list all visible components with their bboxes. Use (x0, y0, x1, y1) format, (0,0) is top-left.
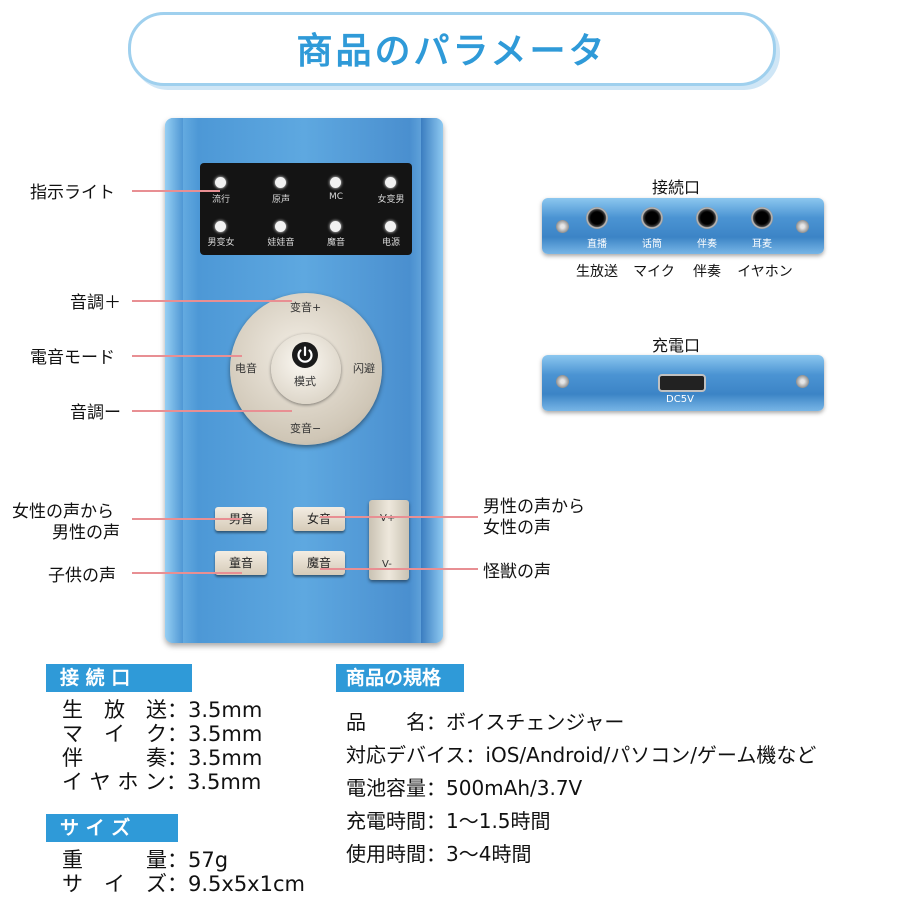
female-voice-button[interactable]: 女音 (293, 507, 345, 531)
live-jack[interactable] (586, 207, 608, 229)
connection-tag: 接 続 口 (46, 664, 192, 692)
child-voice-button[interactable]: 童音 (215, 551, 267, 575)
callout-child: 子供の声 (48, 566, 116, 586)
volume-down-label: V- (382, 559, 392, 570)
screw-icon (556, 220, 569, 233)
callout-indicator: 指示ライト (30, 183, 115, 203)
pitch-down-label: 变音− (290, 422, 322, 435)
led-indicator (385, 177, 396, 188)
led-indicator (215, 177, 226, 188)
jack-label: 耳麦 (752, 239, 772, 250)
mode-label: 模式 (294, 375, 316, 388)
jack-name: 伴奏 (693, 264, 721, 280)
power-icon (292, 342, 318, 368)
callout-line (132, 572, 242, 574)
led-label: 电源 (381, 238, 400, 248)
spec-line: 対応デバイス：iOS/Android/パソコン/ゲーム機など (346, 743, 817, 767)
led-label: 魔音 (326, 238, 345, 248)
spec-line: 電池容量：500mAh/3.7V (346, 776, 583, 800)
led-panel (200, 163, 412, 255)
page-title: 商品のパラメータ (296, 31, 608, 72)
charge-label: DC5V (666, 394, 694, 405)
headset-jack[interactable] (751, 207, 773, 229)
spec-line: 生 放 送：3.5mm (62, 698, 263, 722)
jack-label: 伴奏 (697, 239, 717, 250)
led-label: MC (328, 192, 344, 202)
jack-name: イヤホン (737, 264, 793, 280)
led-indicator (275, 177, 286, 188)
electro-label: 电音 (235, 362, 257, 375)
callout-pitch-down: 音調ー (70, 403, 121, 423)
led-label: 原声 (271, 195, 290, 205)
spec-line: 重 量：57g (62, 848, 229, 872)
callout-male-to-female: 男性の声から (483, 497, 585, 517)
pitch-up-label: 变音+ (290, 301, 322, 314)
usb-port[interactable] (658, 374, 706, 392)
callout-female-to-male-2: 男性の声 (52, 523, 120, 543)
mic-jack[interactable] (641, 207, 663, 229)
callout-line (132, 190, 220, 192)
callout-line (132, 355, 242, 357)
jack-label: 话筒 (642, 239, 662, 250)
jack-name: マイク (633, 264, 675, 280)
callout-pitch-up: 音調＋ (70, 293, 121, 313)
jack-panel-title: 接続口 (652, 178, 701, 197)
callout-line (320, 568, 478, 570)
led-indicator (330, 177, 341, 188)
volume-up-label: V+ (380, 513, 396, 524)
spec-line: 伴 奏：3.5mm (62, 746, 263, 770)
led-indicator (385, 221, 396, 232)
led-indicator (275, 221, 286, 232)
device-edge-right (421, 118, 443, 643)
jack-label: 直播 (587, 239, 607, 250)
led-label: 男变女 (207, 238, 235, 248)
callout-electro-mode: 電音モード (30, 348, 115, 368)
spec-line: 充電時間：1〜1.5時間 (346, 809, 551, 833)
callout-line (132, 300, 292, 302)
led-label: 娃娃音 (267, 238, 295, 248)
led-label: 女变男 (377, 195, 405, 205)
dodge-label: 闪避 (353, 362, 375, 375)
led-indicator (330, 221, 341, 232)
screw-icon (796, 220, 809, 233)
spec-line: イ ヤ ホ ン：3.5mm (62, 770, 262, 794)
callout-line (132, 518, 242, 520)
led-label: 流行 (211, 195, 230, 205)
title-frame (128, 12, 776, 86)
spec-line: 使用時間：3〜4時間 (346, 842, 532, 866)
callout-line (132, 410, 292, 412)
charge-panel-title: 充電口 (652, 336, 701, 355)
callout-female-to-male: 女性の声から (12, 502, 114, 522)
monster-voice-button[interactable]: 魔音 (293, 551, 345, 575)
spec-line: マ イ ク：3.5mm (62, 722, 263, 746)
spec-line: 品 名：ボイスチェンジャー (346, 710, 625, 734)
callout-male-to-female-2: 女性の声 (483, 518, 551, 538)
callout-line (320, 516, 478, 518)
callout-monster: 怪獣の声 (483, 562, 551, 582)
size-tag: サ イ ズ (46, 814, 178, 842)
volume-rocker[interactable] (369, 500, 409, 580)
device-edge-left (165, 118, 183, 643)
led-indicator (215, 221, 226, 232)
screw-icon (796, 375, 809, 388)
product-spec-tag: 商品の規格 (336, 664, 464, 692)
jack-name: 生放送 (576, 264, 618, 280)
spec-line: サ イ ズ：9.5x5x1cm (62, 872, 305, 896)
accompaniment-jack[interactable] (696, 207, 718, 229)
screw-icon (556, 375, 569, 388)
